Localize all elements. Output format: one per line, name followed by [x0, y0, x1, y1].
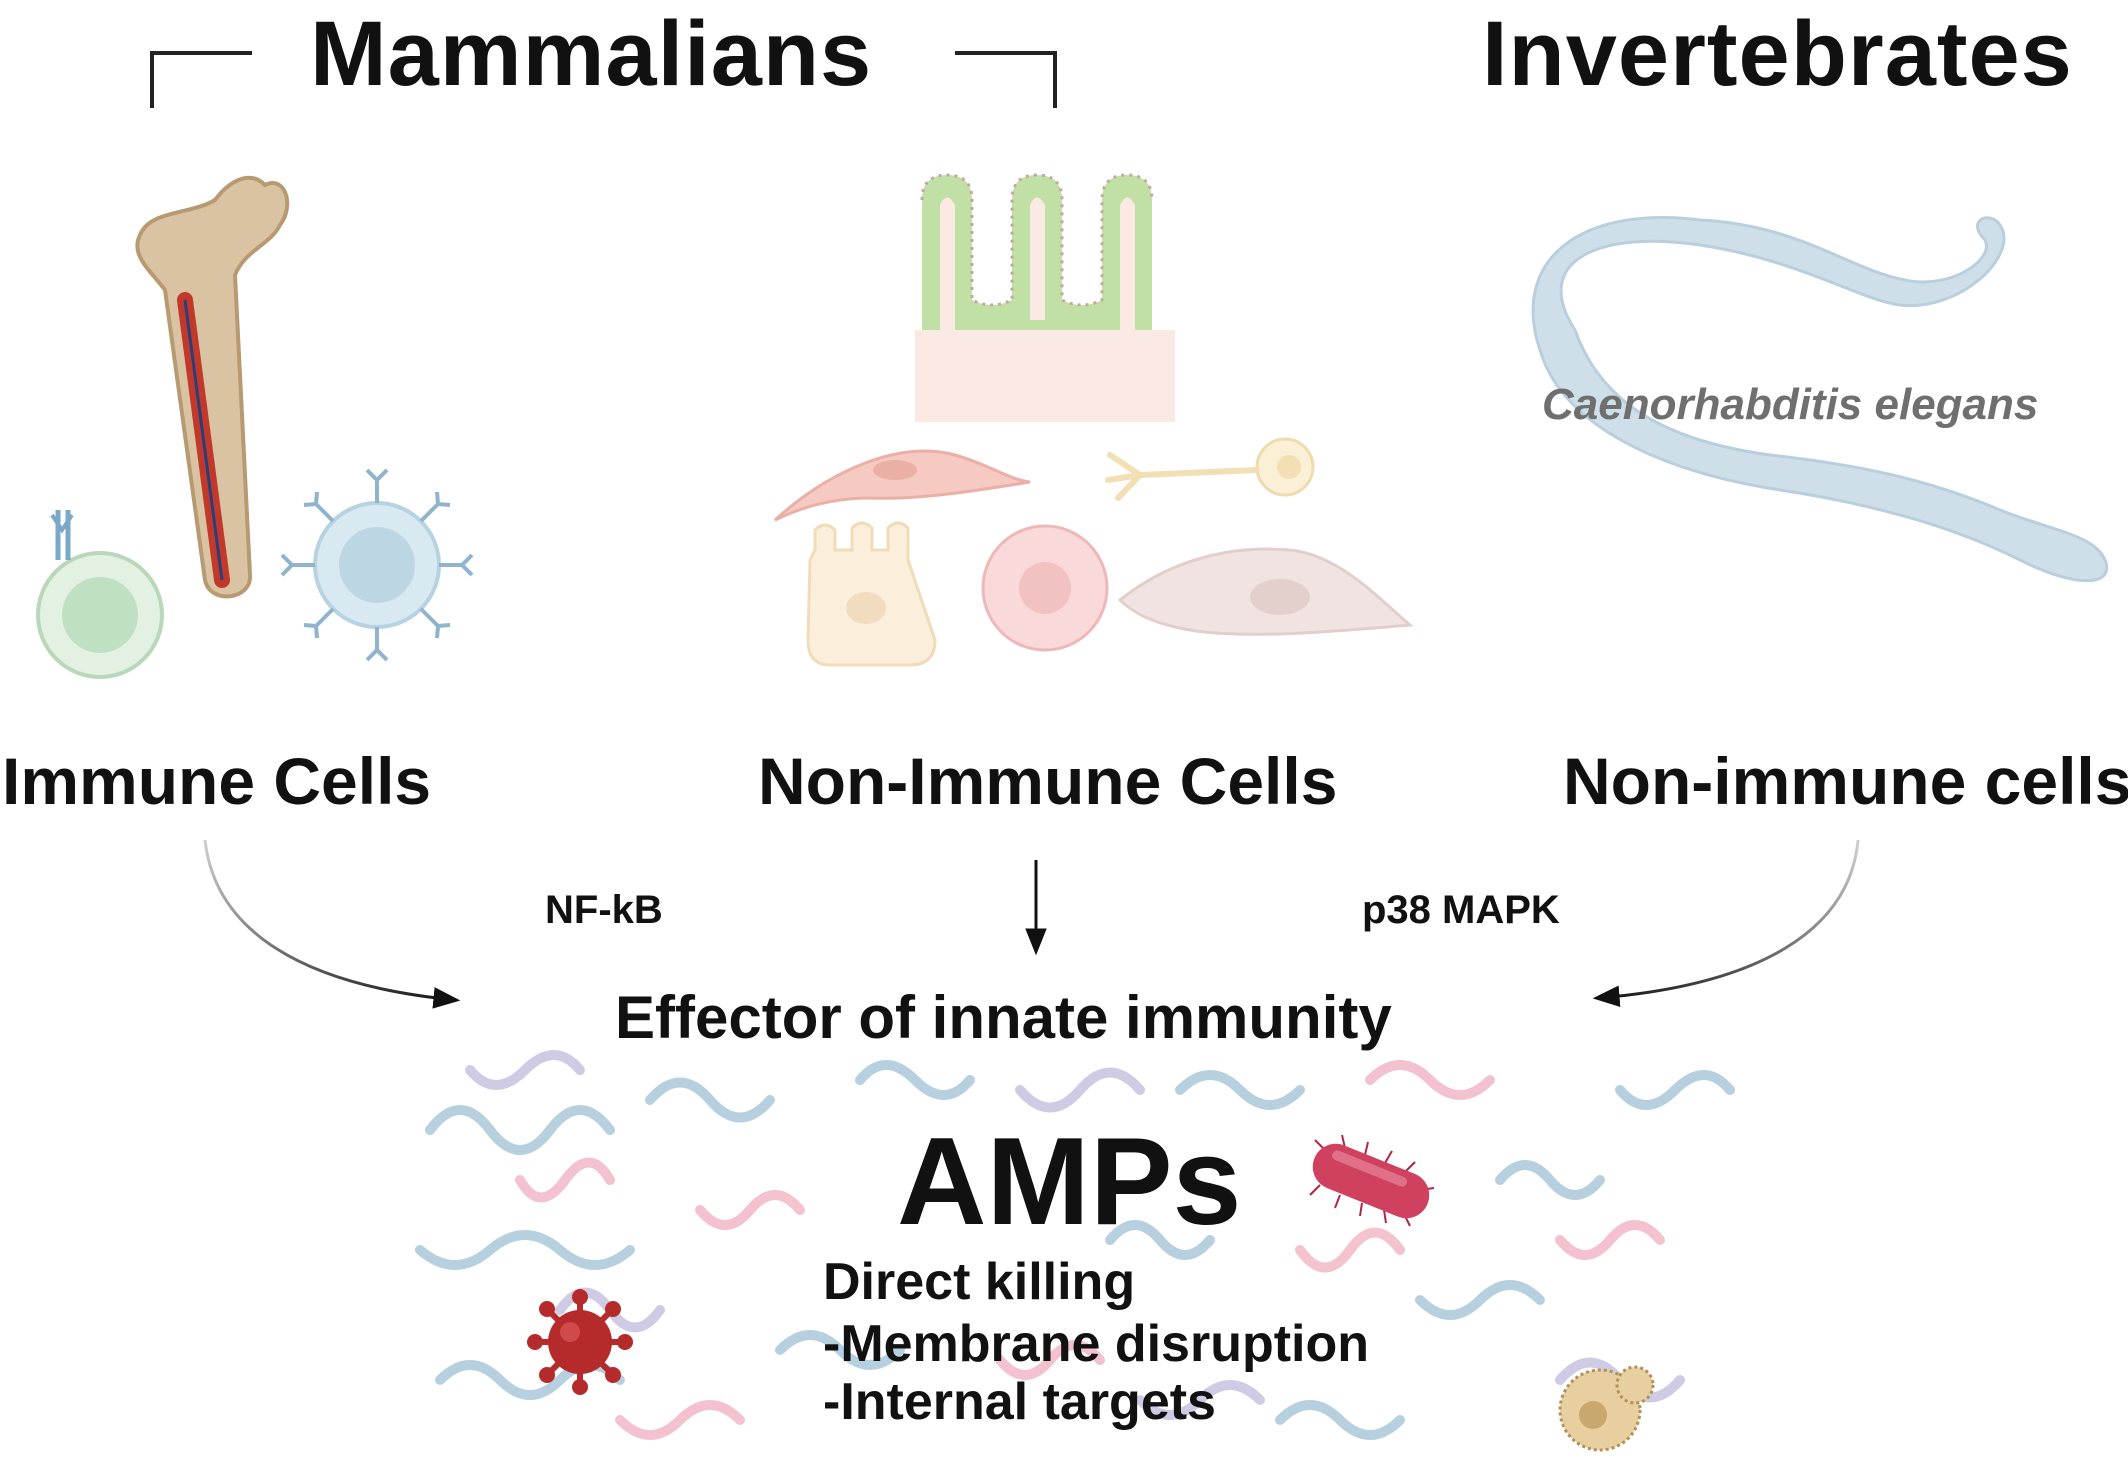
mammalians-bracket [150, 51, 1057, 108]
peptide-squiggles [415, 1050, 1735, 1440]
neuron-icon [1105, 437, 1315, 501]
invertebrates-header: Invertebrates [1482, 3, 2073, 105]
amps-title: AMPs [897, 1113, 1242, 1251]
worm-icon [1531, 216, 2109, 583]
effector-label: Effector of innate immunity [615, 984, 1392, 1051]
intestinal-villi-icon [915, 173, 1175, 422]
p38-mapk-label: p38 MAPK [1362, 888, 1560, 932]
nfkb-label: NF-kB [545, 888, 663, 932]
bone-icon [135, 175, 290, 599]
mammalians-header: Mammalians [310, 3, 873, 105]
epithelial-cell-icon [806, 521, 937, 667]
virus-icon [527, 1289, 633, 1395]
fungus-icon [1558, 1365, 1655, 1452]
membrane-disruption-item: -Membrane disruption [823, 1315, 1370, 1373]
arrow-immune [203, 839, 461, 1009]
immune-cells-label: Immune Cells [2, 744, 432, 818]
arrow-invertebrate [1592, 839, 1860, 1008]
invertebrate-non-immune-label: Non-immune cells [1563, 744, 2128, 818]
fibroblast-icon [773, 449, 1031, 522]
lymphocyte-icon [36, 510, 164, 679]
round-cell-icon [981, 524, 1109, 652]
spindle-cell-icon [1117, 547, 1414, 636]
species-label: Caenorhabditis elegans [1542, 380, 2039, 429]
b-cell-icon [280, 468, 474, 662]
bacterium-icon [1309, 1134, 1435, 1227]
direct-killing-title: Direct killing [823, 1253, 1136, 1311]
internal-targets-item: -Internal targets [823, 1373, 1216, 1431]
non-immune-cells-label: Non-Immune Cells [758, 744, 1338, 818]
